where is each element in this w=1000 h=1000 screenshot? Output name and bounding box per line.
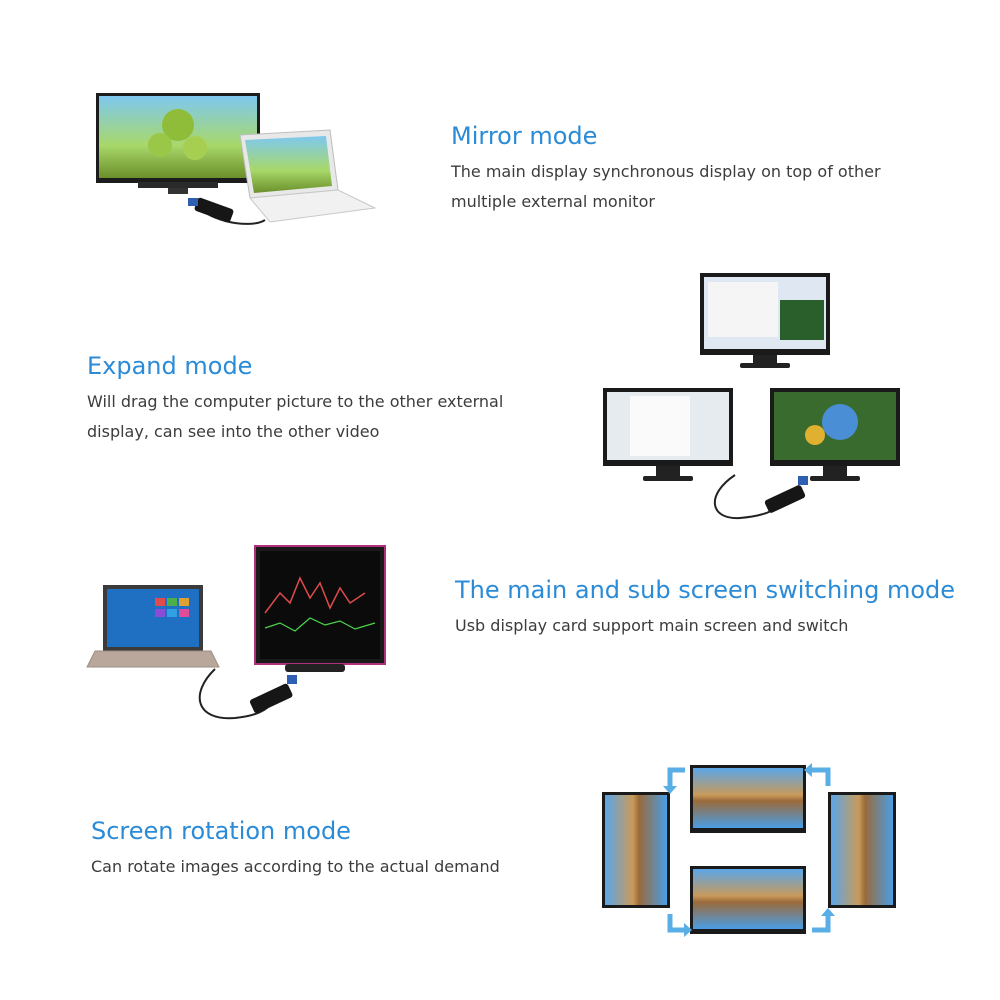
rotation-mode-illustration [600,762,900,940]
section-rotation-mode: Screen rotation mode Can rotate images a… [91,816,571,882]
section-expand-mode: Expand mode Will drag the computer pictu… [87,351,557,447]
section-switching-mode: The main and sub screen switching mode U… [455,575,995,641]
section-title: Screen rotation mode [91,817,351,845]
expand-mode-illustration [600,270,905,525]
section-mirror-mode: Mirror mode The main display synchronous… [451,121,931,217]
mirror-mode-illustration [90,90,380,235]
section-description: Will drag the computer picture to the ot… [87,392,504,441]
switching-mode-illustration [85,543,390,723]
section-description: Can rotate images according to the actua… [91,857,500,876]
section-title: Expand mode [87,352,253,380]
section-description: The main display synchronous display on … [451,162,881,211]
section-title: Mirror mode [451,122,598,150]
section-title: The main and sub screen switching mode [455,576,956,604]
section-description: Usb display card support main screen and… [455,616,849,635]
